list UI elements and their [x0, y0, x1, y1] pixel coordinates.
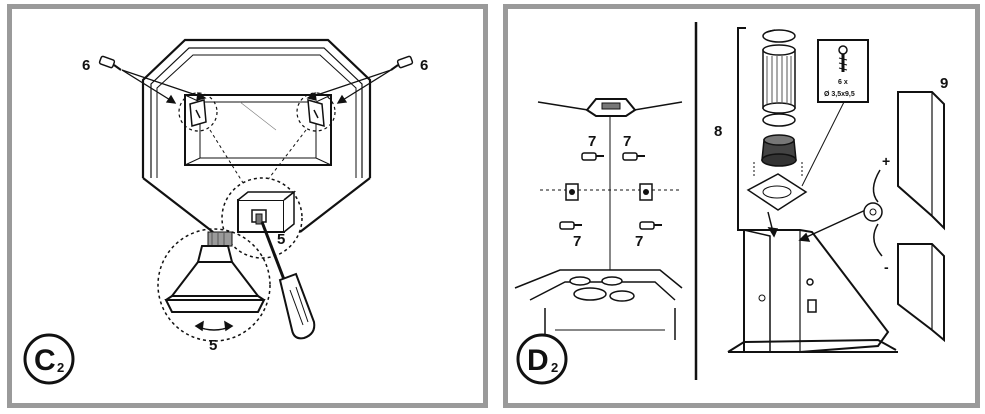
side-panel-lower: [897, 243, 945, 343]
screw-6-left: [98, 55, 122, 71]
label-9: 9: [940, 75, 948, 92]
ducting-roll: [762, 29, 796, 127]
install-arrows: [767, 207, 871, 242]
label-7-bl: 7: [573, 233, 581, 250]
screw-spec: Ø 3,5x9,5: [824, 91, 855, 98]
screwdriver: [260, 221, 316, 340]
adjust-arrows: [872, 169, 883, 257]
label-7-tr: 7: [623, 133, 631, 150]
brackets-l-shape: [540, 183, 682, 201]
anchors-top: [581, 152, 645, 161]
anchors-bottom: [559, 221, 662, 230]
ceiling-bracket: [537, 98, 683, 117]
panel-d2: [503, 4, 980, 408]
label-7-br: 7: [635, 233, 643, 250]
side-panel-upper: [897, 91, 945, 231]
step-badge-d2: D 2: [516, 333, 568, 385]
label-plus: +: [882, 153, 890, 169]
flange-plate: [746, 162, 808, 211]
bracket-right-detail: [296, 92, 336, 132]
label-8: 8: [714, 123, 722, 140]
badge-letter-c: C: [34, 344, 56, 377]
label-5-zoom: 5: [277, 231, 285, 248]
badge-sub-c: 2: [57, 360, 64, 375]
label-7-tl: 7: [588, 133, 596, 150]
screw-qty: 6 x: [838, 79, 848, 86]
label-5-rotate: 5: [209, 337, 217, 354]
hood-body: [727, 229, 898, 353]
zoom-bracket-detail: [221, 177, 303, 259]
reducer-ring: [761, 134, 797, 167]
badge-letter-d: D: [527, 344, 549, 377]
step-badge-c2: C 2: [23, 333, 75, 385]
bracket-left-detail: [178, 92, 218, 132]
arrows-6: [121, 69, 392, 104]
badge-sub-d: 2: [551, 360, 558, 375]
screw-6-right: [390, 55, 414, 71]
screw-callout-line: [801, 101, 845, 187]
label-6-left: 6: [82, 57, 90, 74]
hood-outline: [141, 38, 372, 233]
label-minus: -: [884, 259, 889, 275]
hood-top-view: [514, 269, 683, 340]
chimney-stub: [207, 231, 233, 247]
screw-spec-box: 6 x Ø 3,5x9,5: [817, 39, 869, 103]
hood-canopy-detail: [157, 228, 271, 342]
rotate-arrow: [194, 320, 234, 332]
label-6-right: 6: [420, 57, 428, 74]
tape-roll: [863, 202, 883, 222]
group-bracket-8: [737, 27, 746, 231]
